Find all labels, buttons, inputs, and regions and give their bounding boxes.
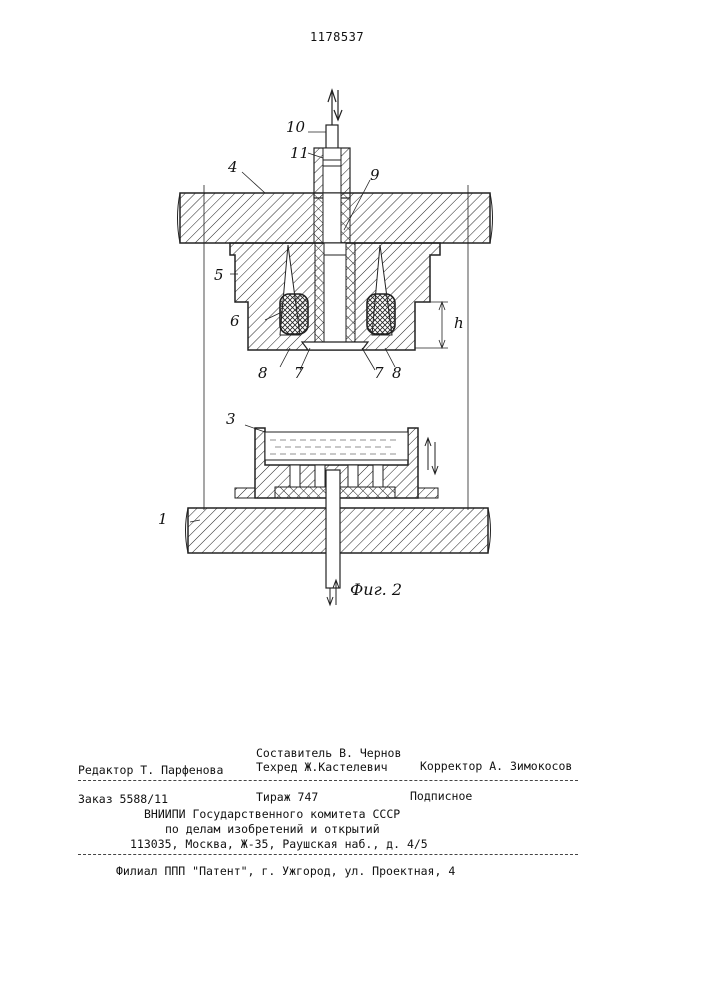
label-6: 6 xyxy=(230,312,240,330)
label-11: 11 xyxy=(290,144,309,162)
imprint-org-line1: ВНИИПИ Государственного комитета СССР xyxy=(144,807,400,821)
label-5: 5 xyxy=(214,266,224,284)
guide-11 xyxy=(314,148,350,198)
imprint-compiler: Составитель В. Чернов xyxy=(256,746,401,760)
label-7-left: 7 xyxy=(294,364,304,382)
base-plate-1 xyxy=(186,470,491,605)
imprint-branch: Филиал ППП "Патент", г. Ужгород, ул. Про… xyxy=(116,864,455,878)
technical-drawing: 4 10 11 9 5 6 h 8 7 7 8 3 1 Фиг. 2 xyxy=(130,80,550,610)
label-7-right: 7 xyxy=(374,364,384,382)
imprint-techred: Техред Ж.Кастелевич xyxy=(256,760,388,774)
dimension-h xyxy=(415,302,448,348)
imprint-address: 113035, Москва, Ж-35, Раушская наб., д. … xyxy=(130,837,428,851)
imprint-corrector: Корректор А. Зимокосов xyxy=(420,759,572,773)
label-10: 10 xyxy=(286,118,305,136)
die-body-5 xyxy=(230,243,440,350)
imprint-circulation: Тираж 747 xyxy=(256,790,318,804)
divider-1 xyxy=(78,780,578,781)
label-h: h xyxy=(454,314,464,332)
imprint-order: Заказ 5588/11 xyxy=(78,792,168,806)
patent-number: 1178537 xyxy=(310,30,364,44)
label-8-left: 8 xyxy=(258,364,268,382)
imprint-editor: Редактор Т. Парфенова xyxy=(78,763,223,777)
divider-2 xyxy=(78,854,578,855)
figure-caption: Фиг. 2 xyxy=(350,580,402,599)
label-8-right: 8 xyxy=(392,364,402,382)
drawing-svg xyxy=(130,80,550,610)
label-1: 1 xyxy=(158,510,168,528)
upper-plate-4 xyxy=(178,193,493,243)
label-9: 9 xyxy=(370,166,380,184)
imprint-subscription: Подписное xyxy=(410,789,472,803)
label-3: 3 xyxy=(226,410,236,428)
label-4: 4 xyxy=(228,158,238,176)
imprint-org-line2: по делам изобретений и открытий xyxy=(165,822,380,836)
